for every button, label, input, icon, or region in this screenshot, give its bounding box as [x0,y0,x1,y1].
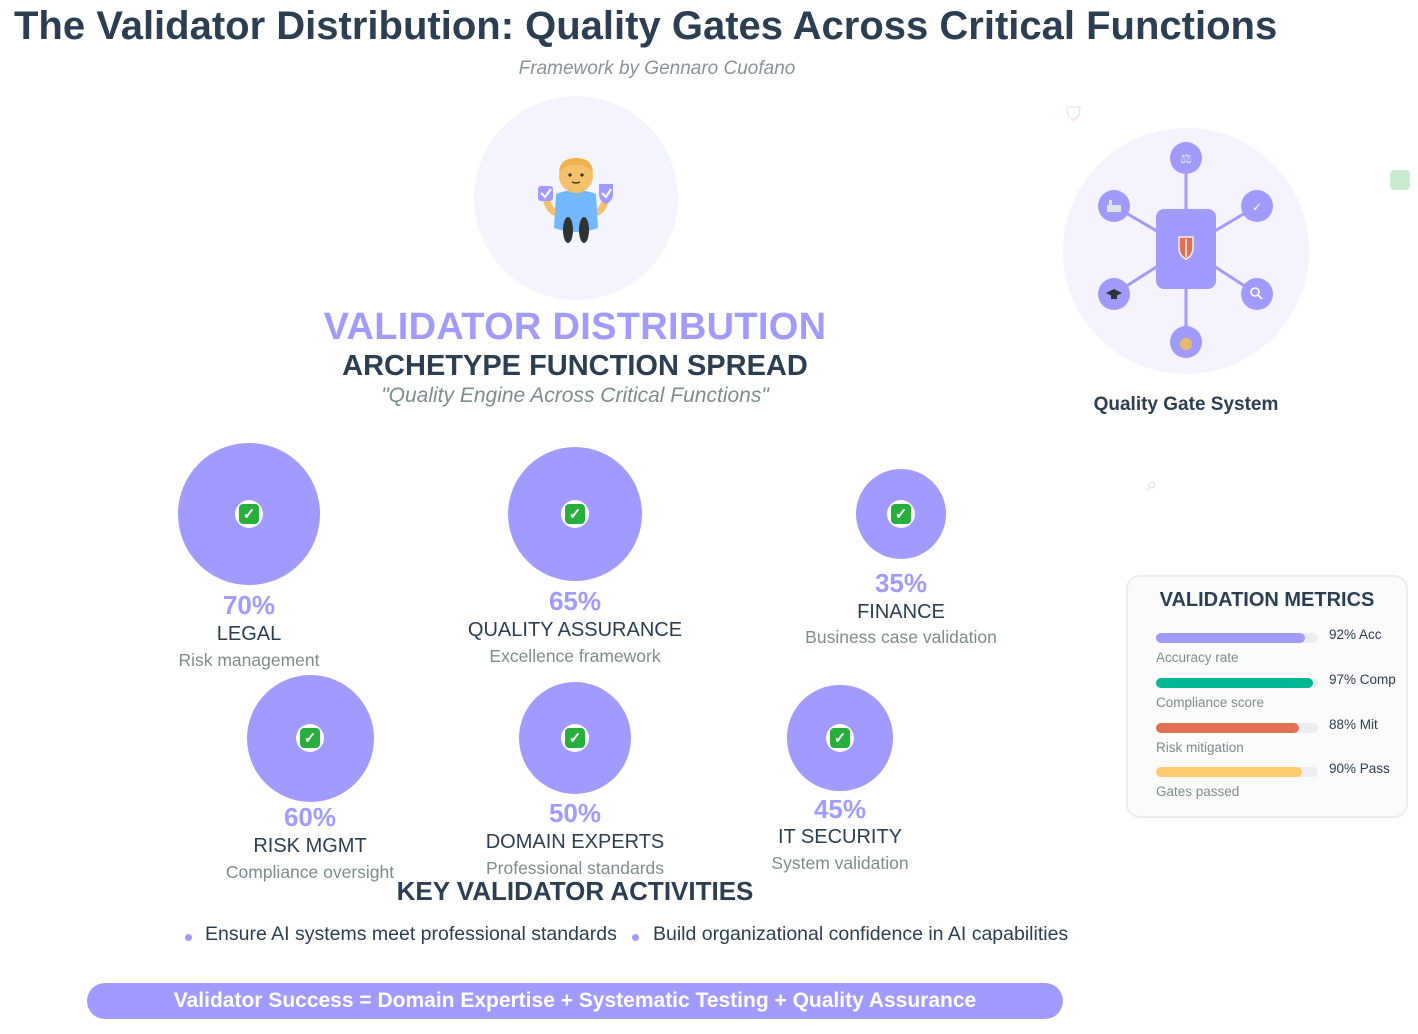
function-percent: 70% [222,590,276,620]
function-circle: ✓ [507,446,643,582]
metric-value: 92% Acc [1329,627,1382,642]
function-description: Compliance oversight [225,862,395,882]
function-circle: ✓ [787,685,893,791]
validation-metrics-card [1126,575,1408,818]
activity-item: Build organizational confidence in AI ca… [653,923,1069,945]
metric-bar [1156,633,1318,643]
gate-center [1156,209,1216,289]
metric-bar-fill [1156,767,1302,777]
activity-bullet [632,934,639,941]
function-name: QUALITY ASSURANCE [467,619,683,641]
check-icon: ✓ [561,724,589,752]
function-percent: 35% [874,568,928,598]
check-icon: ✓ [887,500,915,528]
hero-quote: "Quality Engine Across Critical Function… [381,384,769,407]
money-bag-icon [1180,338,1192,350]
function-description: System validation [771,853,909,873]
metric-label: Gates passed [1156,784,1240,799]
metric-value: 90% Pass [1329,761,1390,776]
metric-bar-fill [1156,723,1299,733]
function-description: Excellence framework [489,646,661,666]
hero-title: VALIDATOR DISTRIBUTION [323,306,827,348]
quality-gate-caption: Quality Gate System [1093,394,1279,415]
function-description: Business case validation [805,627,997,647]
check-icon: ✓ [561,500,589,528]
gate-node-factory [1098,190,1130,222]
function-name: IT SECURITY [777,826,903,848]
metric-label: Risk mitigation [1156,740,1244,755]
gate-node-scales: ⚖ [1170,142,1202,174]
metric-value: 97% Comp [1329,672,1396,687]
function-percent: 45% [813,794,867,824]
metric-bar-fill [1156,633,1306,643]
hero-subtitle: ARCHETYPE FUNCTION SPREAD [342,350,808,382]
validation-metrics-title: VALIDATION METRICS [1159,589,1375,611]
metric-value: 88% Mit [1329,717,1378,732]
check-icon: ✓ [296,724,324,752]
activity-item: Ensure AI systems meet professional stan… [205,923,617,945]
gate-node-check: ✓ [1241,190,1273,222]
metric-bar [1156,678,1318,688]
function-percent: 50% [548,798,602,828]
activity-bullet [185,934,192,941]
function-circle: ✓ [518,681,632,795]
check-icon: ✓ [235,500,263,528]
gate-node-money-bag [1170,326,1202,358]
metric-label: Compliance score [1156,695,1265,710]
gate-node-graduation-cap [1098,278,1130,310]
function-name: DOMAIN EXPERTS [485,831,665,853]
floating-check-icon [1390,170,1410,190]
floating-shield-icon: ⛉ [1066,104,1081,126]
function-description: Risk management [178,650,320,670]
check-icon: ✓ [1252,200,1262,214]
metric-bar [1156,723,1318,733]
function-circle: ✓ [178,443,320,585]
function-description: Professional standards [485,858,665,878]
gate-node-magnifier [1241,278,1273,310]
quality-gate-diagram: ⚖ ✓ [1098,142,1273,358]
function-name: RISK MGMT [253,835,367,857]
activities-title: KEY VALIDATOR ACTIVITIES [396,876,754,906]
function-percent: 65% [548,586,602,616]
function-name: LEGAL [216,623,282,645]
function-name: FINANCE [857,601,945,623]
formula-banner: Validator Success = Domain Expertise + S… [87,983,1063,1019]
function-percent: 60% [283,802,337,832]
page-title: The Validator Distribution: Quality Gate… [14,4,1278,48]
page-subtitle: Framework by Gennaro Cuofano [518,58,796,79]
validator-person-icon [538,158,613,243]
metric-bar-fill [1156,678,1314,688]
check-icon: ✓ [826,724,854,752]
graduation-cap-icon [1106,289,1122,297]
function-circle: ✓ [246,674,374,802]
metric-label: Accuracy rate [1156,650,1239,665]
scales-icon: ⚖ [1180,152,1192,167]
magnifier-icon [1250,287,1260,297]
function-circle: ✓ [855,468,947,560]
floating-magnifier-icon: ⌕ [1146,474,1158,496]
metric-bar [1156,767,1318,777]
factory-icon [1107,205,1121,212]
